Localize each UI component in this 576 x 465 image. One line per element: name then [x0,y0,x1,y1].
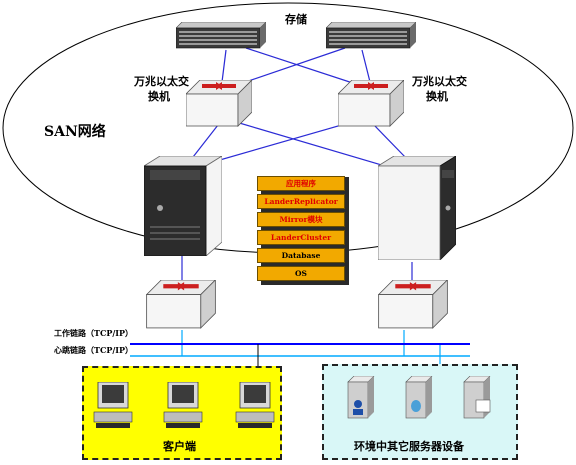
computer-icon-3 [235,382,275,428]
switch-label-right-line1: 万兆以太交 [412,75,467,88]
heartbeat-link-label: 心跳链路（TCP/IP） [54,345,134,355]
other-servers [347,376,491,419]
switch-icon-upper-right [338,80,404,127]
stack-row-application: 应用程序 [257,176,345,191]
switch-icon-lower-left [146,280,216,329]
other-servers-panel-label: 环境中其它服务器设备 [354,440,464,453]
san-network-label: SAN网络 [44,124,106,140]
storage-label: 存储 [285,13,307,26]
stack-row-cluster: LanderCluster [257,230,345,245]
link-storage-left-to-switch-right [245,47,369,89]
computer-icon-1 [93,382,133,428]
switch-icon-upper-left [186,80,252,127]
client-panel-label: 客户端 [163,440,196,453]
link-switch-right-to-server-right [373,124,409,161]
storage-unit-left [176,22,266,49]
switch-label-right-line2: 换机 [426,90,448,103]
server-tower-right [378,156,456,260]
computer-icon-2 [163,382,203,428]
server-document-icon [463,376,491,419]
stack-row-mirror-module: Mirror模块 [257,212,345,227]
client-computers [93,382,275,428]
switch-label-left-line1: 万兆以太交 [134,75,189,88]
stack-row-os: OS [257,266,345,281]
link-storage-right-to-switch-right [361,49,371,83]
work-link-label: 工作链路（TCP/IP） [54,328,134,338]
switch-label-left-line2: 换机 [148,90,170,103]
server-database-icon [405,376,433,419]
server-user-icon [347,376,375,419]
switch-icon-lower-right [378,280,448,329]
stack-row-replicator: LanderReplicator [257,194,345,209]
link-storage-left-to-switch-left [221,49,227,83]
storage-unit-right [326,22,416,49]
server-tower-left [144,156,222,256]
stack-row-database: Database [257,248,345,263]
